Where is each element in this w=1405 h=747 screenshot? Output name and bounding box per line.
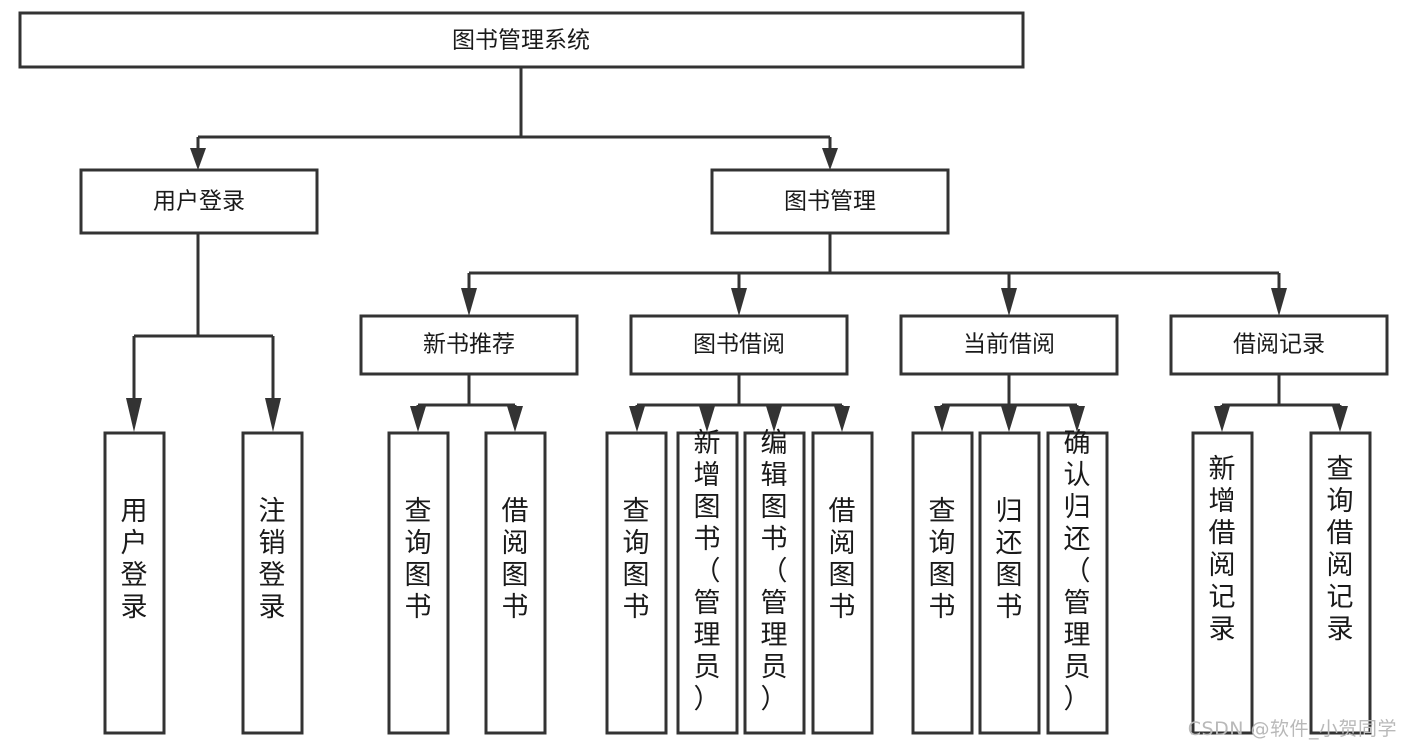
node-new-book-rec-box[interactable] <box>359 314 579 376</box>
arrowhead-leaf-query-book-1 <box>410 406 426 432</box>
node-leaf-user-login-label: 用户登录 <box>121 496 148 623</box>
node-borrow-record[interactable]: 借阅记录 <box>1169 314 1389 376</box>
arrowhead-book-borrow <box>731 288 747 316</box>
arrowhead-user-login <box>190 148 206 170</box>
node-leaf-query-book-1[interactable]: 查询图书 <box>387 431 450 735</box>
node-leaf-return-book-label: 归还图书 <box>996 496 1023 623</box>
node-leaf-add-book[interactable]: 新增图书（管理员） <box>676 428 739 735</box>
node-leaf-add-book-label: 新增图书（管理员） <box>694 428 721 715</box>
node-leaf-confirm-return-label: 确认归还（管理员） <box>1064 428 1091 715</box>
node-root-box[interactable] <box>18 11 1025 69</box>
arrowhead-current-borrow <box>1001 288 1017 316</box>
node-leaf-query-book-1-label: 查询图书 <box>405 496 432 623</box>
node-leaf-query-book-2-label: 查询图书 <box>623 496 650 623</box>
node-new-book-rec-label: 新书推荐 <box>423 332 515 358</box>
node-new-book-rec[interactable]: 新书推荐 <box>359 314 579 376</box>
node-current-borrow[interactable]: 当前借阅 <box>899 314 1119 376</box>
node-leaf-borrow-book-2[interactable]: 借阅图书 <box>811 431 874 735</box>
node-leaf-confirm-return[interactable]: 确认归还（管理员） <box>1046 428 1109 735</box>
node-book-manage-box[interactable] <box>710 168 950 235</box>
node-leaf-query-record-label: 查询借阅记录 <box>1327 454 1354 645</box>
arrowhead-leaf-borrow-book-2 <box>834 406 850 432</box>
node-leaf-query-book-1-box[interactable] <box>387 431 450 735</box>
node-user-login-label: 用户登录 <box>153 189 245 215</box>
node-user-login[interactable]: 用户登录 <box>79 168 319 235</box>
node-leaf-query-record-box[interactable] <box>1309 431 1372 735</box>
node-leaf-borrow-book-1-label: 借阅图书 <box>502 496 529 623</box>
node-leaf-borrow-book-1-box[interactable] <box>484 431 547 735</box>
arrowhead-borrow-record <box>1271 288 1287 316</box>
arrowhead-leaf-confirm-return <box>1069 406 1085 432</box>
node-leaf-add-record[interactable]: 新增借阅记录 <box>1191 431 1254 735</box>
node-book-borrow-box[interactable] <box>629 314 849 376</box>
node-leaf-query-book-2-box[interactable] <box>605 431 668 735</box>
node-borrow-record-label: 借阅记录 <box>1233 332 1325 358</box>
node-book-borrow-label: 图书借阅 <box>693 332 785 358</box>
node-leaf-query-book-2[interactable]: 查询图书 <box>605 431 668 735</box>
node-leaf-return-book-box[interactable] <box>978 431 1041 735</box>
arrowhead-leaf-borrow-book-1 <box>507 406 523 432</box>
node-current-borrow-label: 当前借阅 <box>963 332 1055 358</box>
node-leaf-logout-box[interactable] <box>241 431 304 735</box>
node-leaf-edit-book-label: 编辑图书（管理员） <box>761 428 788 715</box>
node-leaf-query-book-3-label: 查询图书 <box>929 496 956 623</box>
arrowhead-new-book-rec <box>461 288 477 316</box>
node-leaf-add-record-box[interactable] <box>1191 431 1254 735</box>
node-book-manage[interactable]: 图书管理 <box>710 168 950 235</box>
node-leaf-query-record[interactable]: 查询借阅记录 <box>1309 431 1372 735</box>
node-leaf-logout-label: 注销登录 <box>259 496 286 623</box>
node-borrow-record-box[interactable] <box>1169 314 1389 376</box>
arrowhead-leaf-user-login <box>126 398 142 432</box>
node-leaf-return-book[interactable]: 归还图书 <box>978 431 1041 735</box>
arrowhead-leaf-edit-book <box>766 406 782 432</box>
arrowhead-book-manage <box>822 148 838 170</box>
node-root-label: 图书管理系统 <box>452 28 590 54</box>
connector-layer <box>126 67 1348 432</box>
node-leaf-query-book-3[interactable]: 查询图书 <box>911 431 974 735</box>
node-user-login-box[interactable] <box>79 168 319 235</box>
node-leaf-add-record-label: 新增借阅记录 <box>1209 454 1236 645</box>
node-leaf-edit-book[interactable]: 编辑图书（管理员） <box>743 428 806 735</box>
node-leaf-borrow-book-1[interactable]: 借阅图书 <box>484 431 547 735</box>
arrowhead-leaf-add-book <box>699 406 715 432</box>
arrowhead-leaf-query-book-3 <box>934 406 950 432</box>
node-leaf-borrow-book-2-label: 借阅图书 <box>829 496 856 623</box>
node-leaf-edit-book-box[interactable] <box>743 431 806 735</box>
node-book-borrow[interactable]: 图书借阅 <box>629 314 849 376</box>
node-root[interactable]: 图书管理系统 <box>18 11 1025 69</box>
arrowhead-leaf-add-record <box>1214 406 1230 432</box>
node-leaf-query-book-3-box[interactable] <box>911 431 974 735</box>
node-leaf-add-book-box[interactable] <box>676 431 739 735</box>
node-leaf-confirm-return-box[interactable] <box>1046 431 1109 735</box>
node-leaf-user-login-box[interactable] <box>103 431 166 735</box>
node-leaf-logout[interactable]: 注销登录 <box>241 431 304 735</box>
node-leaf-borrow-book-2-box[interactable] <box>811 431 874 735</box>
arrowhead-leaf-query-book-2 <box>629 406 645 432</box>
node-leaf-user-login[interactable]: 用户登录 <box>103 431 166 735</box>
arrowhead-leaf-logout <box>265 398 281 432</box>
arrowhead-leaf-query-record <box>1332 406 1348 432</box>
node-current-borrow-box[interactable] <box>899 314 1119 376</box>
node-book-manage-label: 图书管理 <box>784 189 876 215</box>
arrowhead-leaf-return-book <box>1001 406 1017 432</box>
